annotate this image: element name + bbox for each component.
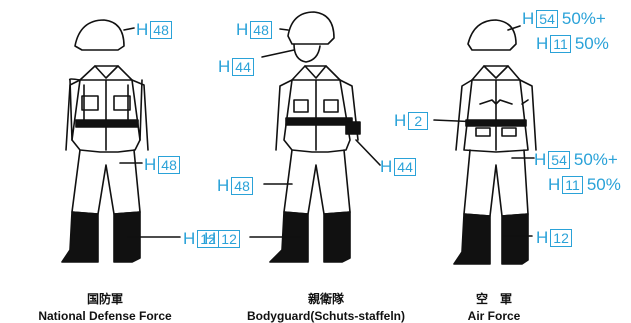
paint-code: 44 xyxy=(394,158,416,176)
boot-right-2 xyxy=(323,211,351,263)
callout-prefix: H xyxy=(522,9,535,28)
boot-right-1 xyxy=(113,211,141,263)
figure-bodyguard xyxy=(249,11,381,263)
tunic-3 xyxy=(463,79,529,153)
caption-jp: 親衛隊 xyxy=(307,292,344,306)
caption-jp: 空 軍 xyxy=(475,292,512,306)
callout-cuff-h44: H 44 xyxy=(380,157,416,177)
paint-code: 48 xyxy=(150,21,172,39)
callout-prefix: H xyxy=(534,150,547,169)
callout-prefix: H xyxy=(536,228,549,247)
callout-helmet-h48: H 48 xyxy=(236,20,272,40)
callout-eagle-h2: H 2 xyxy=(394,111,429,131)
callout-prefix: H xyxy=(217,176,230,195)
callout-prefix: H xyxy=(536,34,549,53)
callout-prefix: H xyxy=(548,175,561,194)
mix-ratio: 50%+ xyxy=(561,9,606,28)
tunic-2 xyxy=(283,79,351,153)
callout-collar-h44: H 44 xyxy=(218,57,254,77)
belt-2 xyxy=(285,117,353,126)
trousers-3 xyxy=(463,149,529,217)
caption-jp: 国防軍 xyxy=(86,292,123,306)
boot-left-3 xyxy=(453,213,491,265)
paint-code: 44 xyxy=(232,58,254,76)
mix-ratio: 50% xyxy=(586,175,621,194)
mix-ratio: 50%+ xyxy=(573,150,618,169)
callout-boots-h12: H 12 xyxy=(204,229,240,249)
callout-prefix: H xyxy=(394,111,407,130)
helmet-1 xyxy=(74,19,125,51)
boot-right-3 xyxy=(501,213,529,265)
trousers-1 xyxy=(71,149,141,215)
callout-uniform-h54: H 54 50%+ xyxy=(534,150,618,170)
belt-3 xyxy=(465,119,527,127)
callout-boots-h12: H 12 xyxy=(183,229,219,249)
figure-national-defense xyxy=(61,19,181,263)
helmet-3 xyxy=(467,19,517,51)
trousers-2 xyxy=(283,149,351,215)
paint-code: 2 xyxy=(408,112,429,130)
armband xyxy=(345,121,361,135)
callout-prefix: H xyxy=(204,229,217,248)
callout-uniform-h48: H 48 xyxy=(144,155,180,175)
callout-uniform-h48: H 48 xyxy=(217,176,253,196)
paint-code: 12 xyxy=(550,229,572,247)
paint-code: 12 xyxy=(218,230,240,248)
figure-air-force xyxy=(433,19,537,265)
callout-boots-h12: H 12 xyxy=(536,228,572,248)
helmet-2 xyxy=(287,11,335,45)
callout-prefix: H xyxy=(380,157,393,176)
callout-prefix: H xyxy=(218,57,231,76)
callout-prefix: H xyxy=(236,20,249,39)
caption-en: Air Force xyxy=(467,309,521,323)
caption-en: National Defense Force xyxy=(38,309,172,323)
paint-code: 11 xyxy=(562,176,583,194)
callout-prefix: H xyxy=(136,20,149,39)
mix-ratio: 50% xyxy=(574,34,609,53)
paint-code: 48 xyxy=(250,21,272,39)
caption-air-force: 空 軍 Air Force xyxy=(444,290,544,323)
belt-1 xyxy=(75,119,139,128)
caption-national-defense: 国防軍 National Defense Force xyxy=(10,290,200,323)
paint-code: 48 xyxy=(231,177,253,195)
paint-code: 48 xyxy=(158,156,180,174)
boot-left-1 xyxy=(61,211,99,263)
paint-code: 54 xyxy=(536,10,558,28)
callout-prefix: H xyxy=(144,155,157,174)
callout-prefix: H xyxy=(183,229,196,248)
caption-en: Bodyguard(Schuts-staffeln) xyxy=(246,309,405,323)
paint-code: 11 xyxy=(550,35,571,53)
tunic-1 xyxy=(71,79,141,153)
callout-helmet-h48: H 48 xyxy=(136,20,172,40)
callout-helmet-h54: H 54 50%+ xyxy=(522,9,606,29)
caption-bodyguard: 親衛隊 Bodyguard(Schuts-staffeln) xyxy=(226,290,426,323)
callout-helmet-h11: H 11 50% xyxy=(536,34,609,54)
callout-uniform-h11: H 11 50% xyxy=(548,175,621,195)
paint-code: 54 xyxy=(548,151,570,169)
